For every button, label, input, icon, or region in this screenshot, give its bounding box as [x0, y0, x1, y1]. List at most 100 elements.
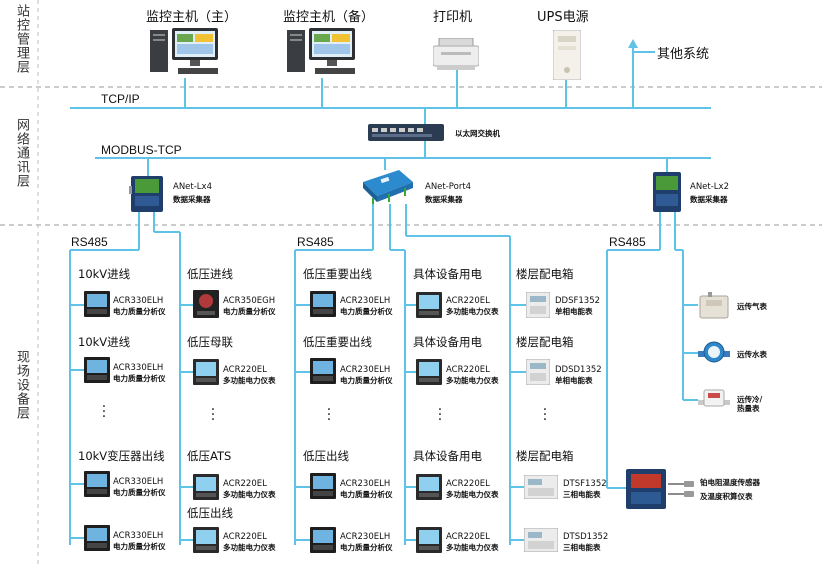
c1-model-4: ACR330ELH — [113, 531, 164, 541]
c4-desc-1: 多功能电力仪表 — [446, 307, 499, 316]
c1-desc-3: 电力质量分析仪 — [113, 488, 166, 497]
c3-model-1: ACR230ELH — [340, 296, 391, 306]
c5-desc-3: 三相电能表 — [563, 490, 601, 499]
host-main-computer-icon — [150, 28, 218, 74]
ups-label: UPS电源 — [537, 10, 589, 25]
meter-icon — [416, 527, 442, 553]
meter-icon — [193, 359, 219, 385]
anet-port4-collector-icon — [363, 170, 413, 204]
c1-model-1: ACR330ELH — [113, 296, 164, 306]
c1-model-3: ACR330ELH — [113, 477, 164, 487]
c5-model-1: DDSF1352 — [555, 296, 601, 306]
energy-meter-icon — [524, 475, 558, 499]
c3-section-2: 低压重要出线 — [303, 335, 372, 349]
printer-icon — [433, 38, 479, 70]
meter-icon — [193, 527, 219, 553]
meter-icon — [84, 291, 110, 317]
other-systems-label: 其他系统 — [657, 47, 710, 62]
c4-model-2: ACR220EL — [446, 365, 490, 375]
c1-section-2: 10kV进线 — [78, 335, 131, 349]
c6-item-2: 远传水表 — [737, 350, 767, 359]
c4-model-1: ACR220EL — [446, 296, 490, 306]
energy-meter-icon — [526, 292, 550, 318]
c4-desc-2: 多功能电力仪表 — [446, 376, 499, 385]
c4-section-3: 具体设备用电 — [413, 449, 482, 463]
meter-icon — [310, 291, 336, 317]
ellipsis-dots: ··· — [437, 402, 443, 428]
meter-icon — [84, 525, 110, 551]
c5-model-4: DTSD1352 — [563, 532, 609, 542]
c2-model-1: ACR350EGH — [223, 296, 276, 306]
c1-section-3: 10kV变压器出线 — [78, 449, 165, 463]
c3-model-3: ACR230ELH — [340, 479, 391, 489]
modbus-tcp-label: MODBUS-TCP — [101, 143, 182, 157]
anet-port4-desc: 数据采集器 — [425, 195, 463, 204]
c6-item-3: 远传冷/热量表 — [737, 395, 763, 413]
c1-desc-1: 电力质量分析仪 — [113, 307, 166, 316]
c1-desc-2: 电力质量分析仪 — [113, 374, 166, 383]
anet-port4-name: ANet-Port4 — [425, 182, 472, 192]
c6-item-1: 远传气表 — [737, 302, 767, 311]
energy-meter-icon — [526, 359, 550, 385]
rs485-label-1: RS485 — [71, 235, 108, 249]
host-backup-label: 监控主机（备） — [283, 10, 375, 25]
c5-desc-1: 单相电能表 — [555, 307, 593, 316]
anet-lx2-name: ANet-Lx2 — [690, 182, 729, 192]
c3-section-1: 低压重要出线 — [303, 267, 372, 281]
printer-label: 打印机 — [433, 10, 473, 25]
ellipsis-dots: ··· — [210, 402, 216, 428]
anet-lx2-collector-icon — [653, 172, 681, 212]
rs485-label-3: RS485 — [609, 235, 646, 249]
c5-desc-4: 三相电能表 — [563, 543, 601, 552]
c5-section-2: 楼层配电箱 — [516, 335, 574, 349]
meter-icon — [84, 471, 110, 497]
c4-section-1: 具体设备用电 — [413, 267, 482, 281]
c1-section-1: 10kV进线 — [78, 267, 131, 281]
ethernet-switch-icon — [368, 124, 444, 141]
gas-meter-icon — [699, 292, 729, 319]
c4-model-3: ACR220EL — [446, 479, 490, 489]
c4-desc-3: 多功能电力仪表 — [446, 490, 499, 499]
anet-lx2-desc: 数据采集器 — [690, 195, 728, 204]
meter-icon — [416, 474, 442, 500]
c2-model-3: ACR220EL — [223, 479, 267, 489]
anet-lx4-desc: 数据采集器 — [173, 195, 211, 204]
heat-meter-icon — [698, 389, 730, 407]
c3-desc-3: 电力质量分析仪 — [340, 490, 393, 499]
meter-icon — [416, 292, 442, 318]
c5-model-3: DTSF1352 — [563, 479, 607, 489]
meter-icon — [310, 527, 336, 553]
c5-model-2: DDSD1352 — [555, 365, 602, 375]
c1-model-2: ACR330ELH — [113, 363, 164, 373]
temperature-probe-icon — [668, 481, 694, 497]
layer-label-network: 网络通讯层 — [14, 118, 29, 188]
anet-lx4-collector-icon — [129, 176, 163, 212]
meter-icon — [193, 474, 219, 500]
tcpip-label: TCP/IP — [101, 92, 140, 106]
c2-desc-2: 多功能电力仪表 — [223, 376, 276, 385]
c3-model-2: ACR230ELH — [340, 365, 391, 375]
layer-label-station: 站控管理层 — [14, 4, 29, 74]
c2-desc-3: 多功能电力仪表 — [223, 490, 276, 499]
c2-desc-1: 电力质量分析仪 — [223, 307, 276, 316]
water-meter-icon — [698, 341, 730, 363]
c3-desc-1: 电力质量分析仪 — [340, 307, 393, 316]
c4-desc-4: 多功能电力仪表 — [446, 543, 499, 552]
c2-desc-4: 多功能电力仪表 — [223, 543, 276, 552]
c2-section-3: 低压ATS — [187, 449, 232, 463]
rs485-label-2: RS485 — [297, 235, 334, 249]
meter-icon — [310, 358, 336, 384]
c3-desc-4: 电力质量分析仪 — [340, 543, 393, 552]
c3-model-4: ACR230ELH — [340, 532, 391, 542]
c2-model-4: ACR220EL — [223, 532, 267, 542]
c3-section-3: 低压出线 — [303, 449, 349, 463]
anet-lx4-name: ANet-Lx4 — [173, 182, 212, 192]
ups-icon — [553, 30, 581, 80]
ethernet-switch-label: 以太网交换机 — [455, 129, 500, 138]
temperature-instrument-icon — [626, 469, 666, 509]
c1-desc-4: 电力质量分析仪 — [113, 542, 166, 551]
c5-desc-2: 单相电能表 — [555, 376, 593, 385]
layer-label-field: 现场设备层 — [14, 350, 29, 420]
host-backup-computer-icon — [287, 28, 355, 74]
